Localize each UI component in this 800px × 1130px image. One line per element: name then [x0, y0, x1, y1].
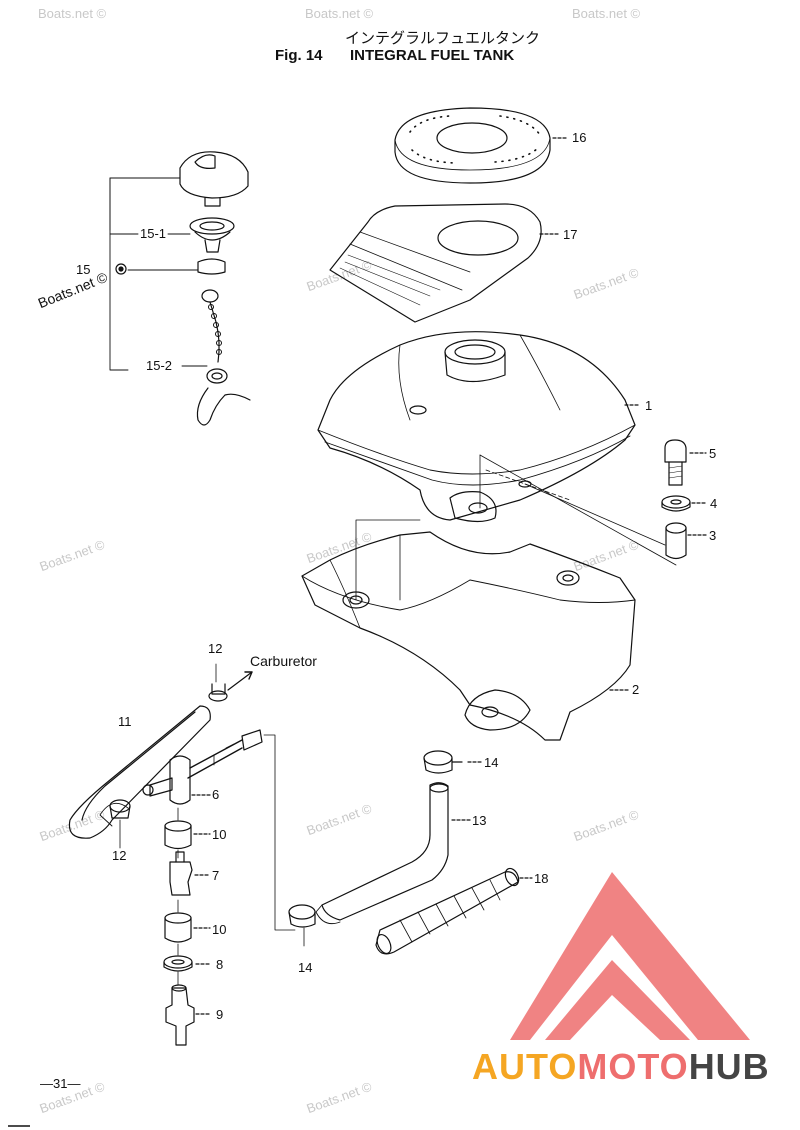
automotohub-logo-icon: [510, 872, 750, 1040]
brand-logo-text: AUTOMOTOHUB: [472, 1046, 770, 1088]
part-14-hose-clip-top: [423, 750, 463, 774]
part-9-strainer: [165, 984, 195, 1046]
callout-7: 7: [212, 868, 220, 883]
callout-2: 2: [632, 682, 640, 697]
part-12-hose-clip-top: [208, 683, 228, 702]
carburetor-label: Carburetor: [250, 653, 317, 669]
part-15-1-filler-cap: [179, 151, 251, 426]
part-4-washer: [661, 495, 691, 512]
callout-14-top: 14: [484, 755, 499, 770]
part-1-upper-tank: [317, 331, 636, 523]
callout-4: 4: [710, 496, 718, 511]
callout-14-bottom: 14: [298, 960, 313, 975]
part-5-bolt: [664, 439, 687, 486]
callout-15-2: 15-2: [146, 358, 173, 373]
callout-12-bottom: 12: [112, 848, 127, 863]
part-14-hose-clip-bottom: [288, 904, 316, 928]
callout-8: 8: [216, 957, 224, 972]
callout-15-1: 15-1: [140, 226, 167, 241]
part-10-sleeve-bottom: [164, 912, 192, 943]
callout-5: 5: [709, 446, 717, 461]
callout-15: 15: [76, 262, 91, 277]
part-2-lower-tank: [301, 531, 636, 741]
callout-3: 3: [709, 528, 717, 543]
callout-10-top: 10: [212, 827, 227, 842]
part-16-foam-ring: [394, 107, 551, 184]
part-8-washer: [163, 955, 193, 972]
callout-12-top: 12: [208, 641, 223, 656]
watermark: Boats.net ©: [38, 6, 107, 21]
callout-11: 11: [118, 714, 132, 729]
figure-title: INTEGRAL FUEL TANK: [350, 47, 515, 64]
figure-number: Fig. 14: [275, 47, 323, 64]
part-6-fuel-cock: [142, 729, 263, 805]
brand-part-hub: HUB: [688, 1046, 770, 1087]
callout-1: 1: [645, 398, 653, 413]
part-18-hose-protector: [375, 867, 520, 955]
callout-17: 17: [563, 227, 578, 242]
callout-13: 13: [472, 813, 487, 828]
part-12-hose-clip-bottom: [109, 799, 131, 819]
watermark: Boats.net ©: [572, 6, 641, 21]
brand-part-moto: MOTO: [577, 1046, 689, 1087]
callout-16: 16: [572, 130, 587, 145]
callout-9: 9: [216, 1007, 224, 1022]
part-17-gasket: [329, 203, 542, 323]
brand-part-auto: AUTO: [472, 1046, 578, 1087]
callout-6: 6: [212, 787, 220, 802]
callout-10-bottom: 10: [212, 922, 227, 937]
callout-18: 18: [534, 871, 549, 886]
part-13-fuel-hose-l: [315, 782, 449, 925]
part-7-bracket: [169, 851, 193, 896]
part-3-collar: [665, 522, 687, 560]
page-number: —31—: [40, 1076, 81, 1091]
title-japanese: インテグラルフュエルタンク: [345, 29, 541, 47]
part-11-fuel-hose: [68, 705, 211, 839]
watermark: Boats.net ©: [305, 6, 374, 21]
part-10-sleeve-top: [164, 820, 192, 850]
